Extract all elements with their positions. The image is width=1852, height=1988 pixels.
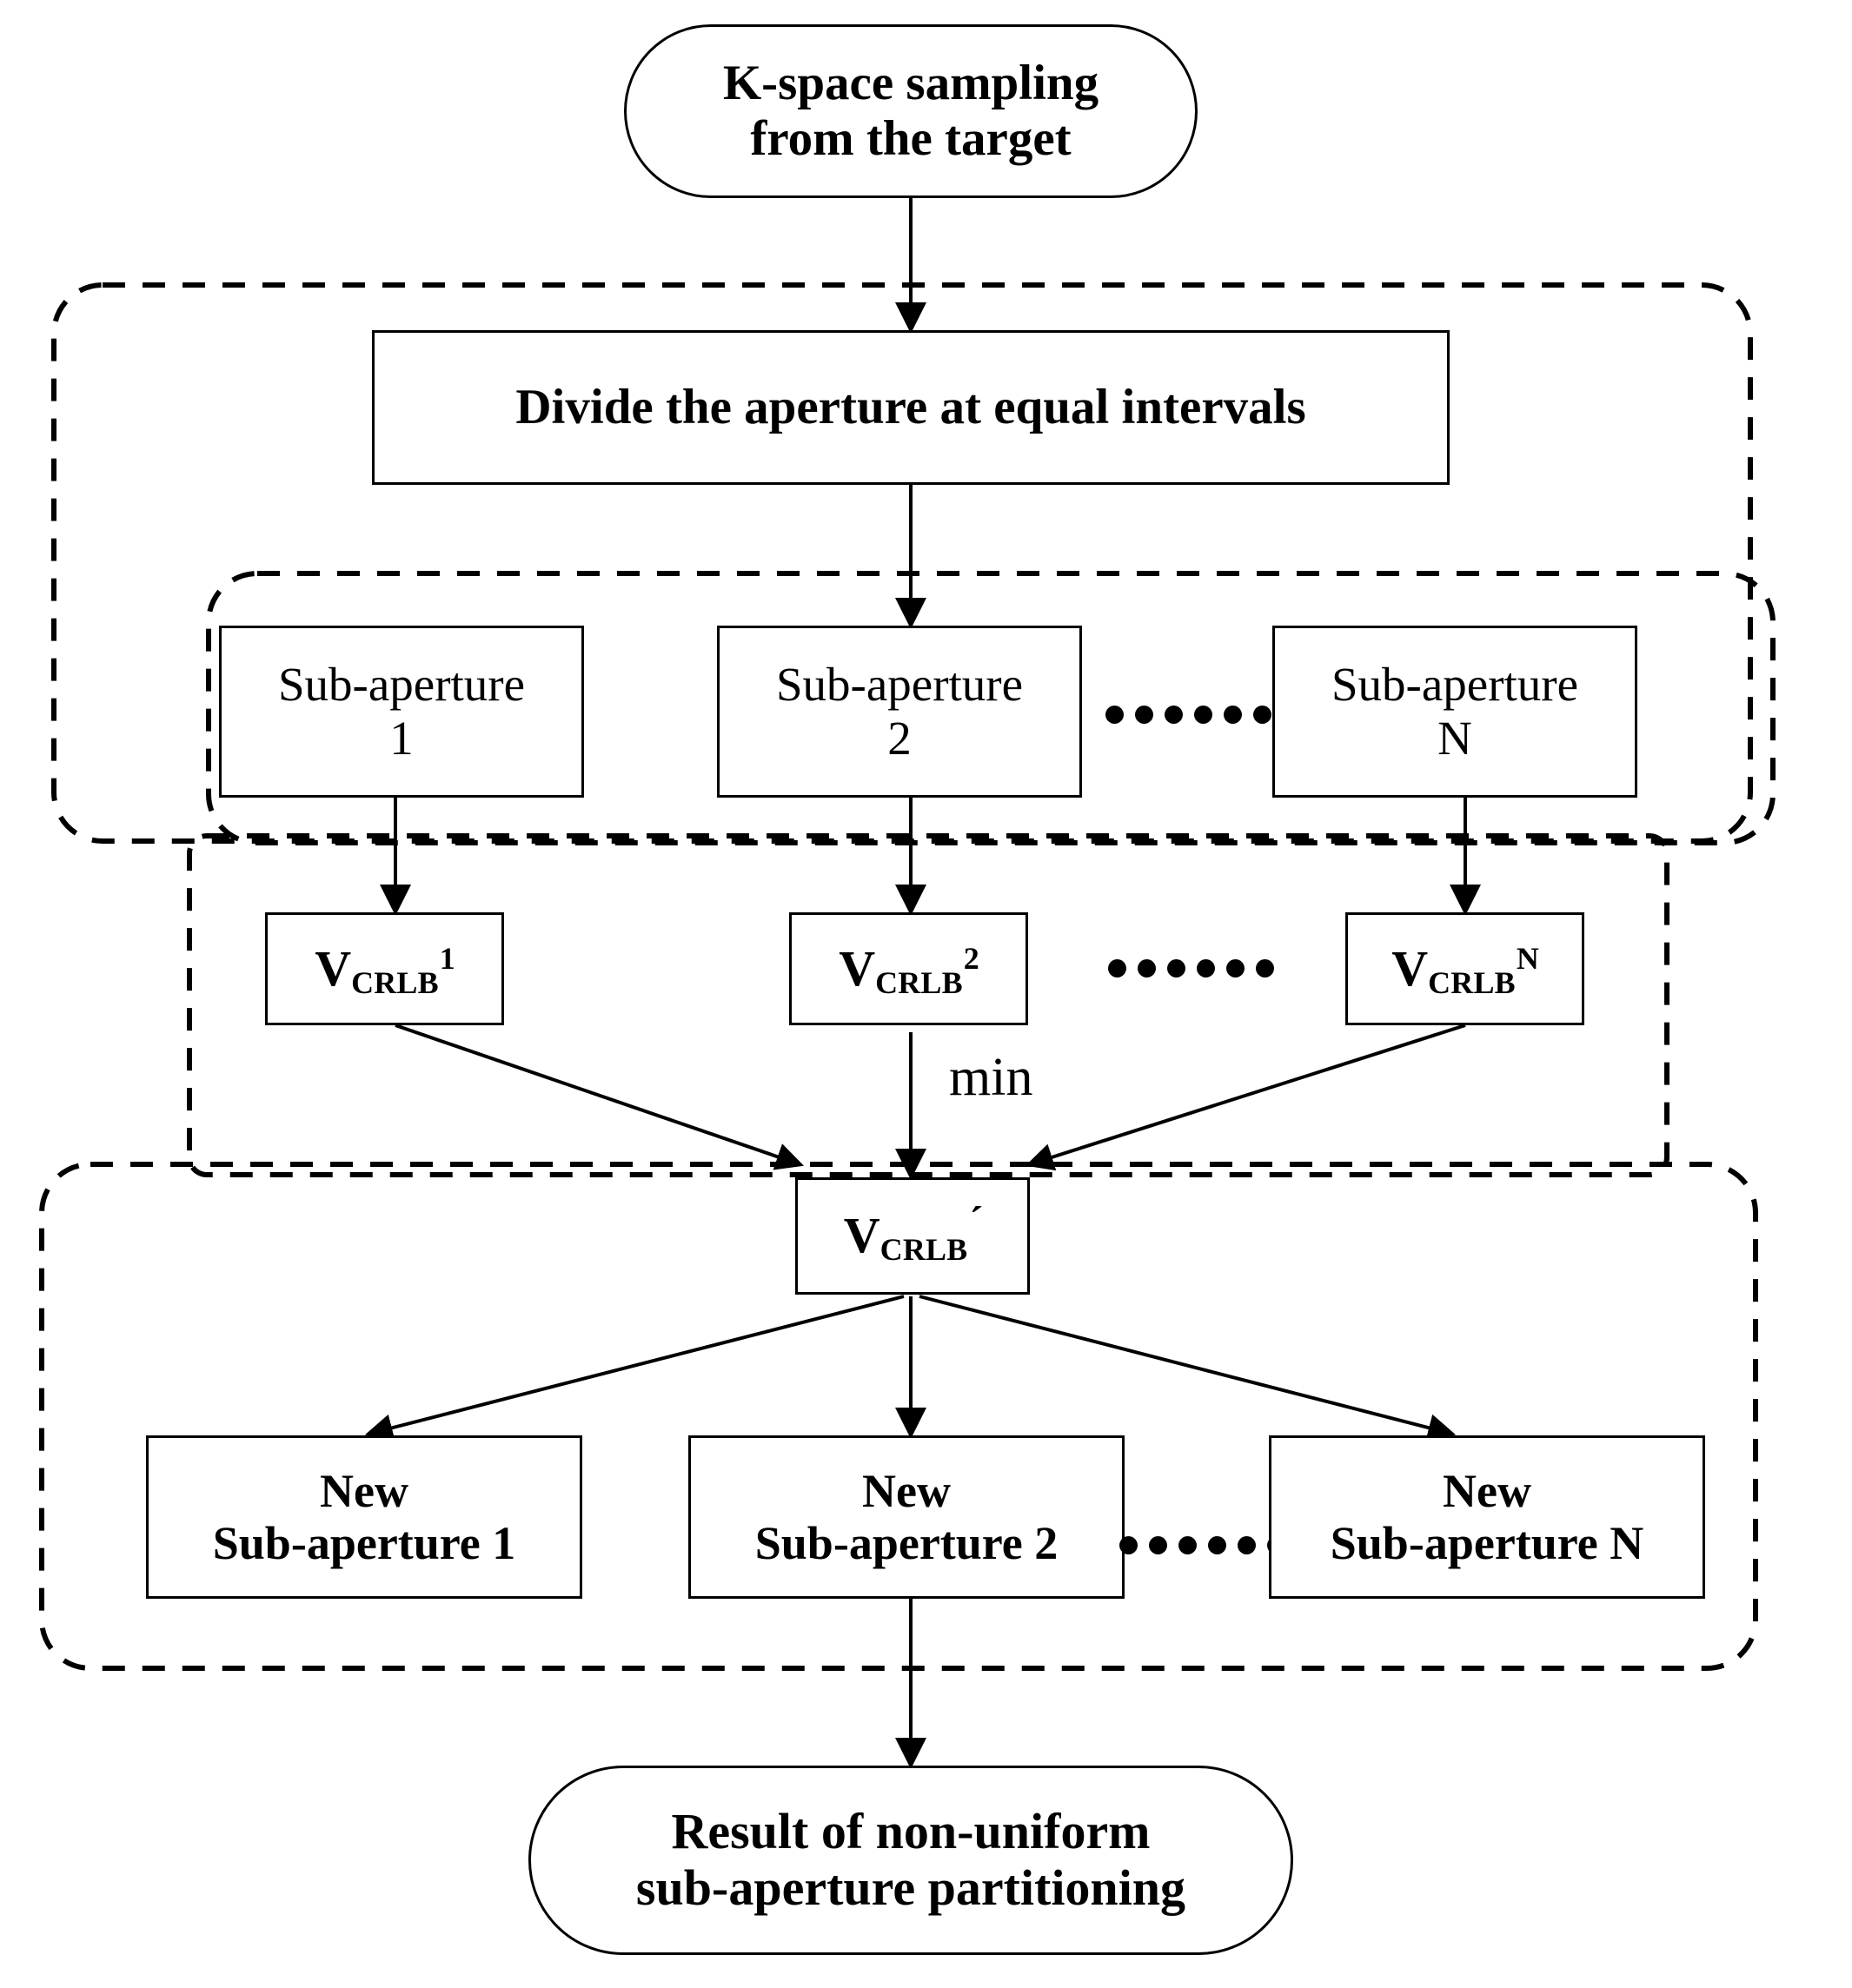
crlb-n-formula: VCRLBN	[1391, 939, 1539, 1000]
edge-crlbmin-to-newN	[919, 1295, 1457, 1441]
result-node[interactable]: Result of non-uniform sub-aperture parti…	[528, 1766, 1293, 1955]
edge-crlbN-to-crlbmin	[1025, 1024, 1466, 1171]
start-node[interactable]: K-space sampling from the target	[624, 24, 1198, 198]
new-sub-aperture-1-node[interactable]: New Sub-aperture 1	[146, 1435, 582, 1599]
sub-aperture-2-node[interactable]: Sub-aperture 2	[717, 626, 1082, 798]
crlb-1-node[interactable]: VCRLB1	[265, 912, 504, 1025]
crlb-ellipsis	[1108, 959, 1274, 977]
crlb-2-formula: VCRLB2	[839, 939, 979, 1000]
crlb-1-formula: VCRLB1	[315, 939, 455, 1000]
sub-aperture-ellipsis	[1105, 706, 1271, 724]
crlb-n-node[interactable]: VCRLBN	[1345, 912, 1584, 1025]
new-sub-aperture-2-node[interactable]: New Sub-aperture 2	[688, 1435, 1125, 1599]
new-sub-aperture-ellipsis	[1119, 1536, 1285, 1554]
edge-crlb1-to-crlbmin	[395, 1024, 805, 1170]
crlb-min-node[interactable]: VCRLB´	[795, 1177, 1030, 1295]
divide-aperture-node[interactable]: Divide the aperture at equal intervals	[372, 330, 1450, 485]
sub-aperture-1-node[interactable]: Sub-aperture 1	[219, 626, 584, 798]
min-edge-label: min	[949, 1048, 1033, 1107]
edge-crlbmin-to-new1	[364, 1295, 905, 1441]
crlb-min-formula: VCRLB´	[843, 1199, 984, 1268]
new-sub-aperture-n-node[interactable]: New Sub-aperture N	[1269, 1435, 1705, 1599]
sub-aperture-n-node[interactable]: Sub-aperture N	[1272, 626, 1637, 798]
crlb-2-node[interactable]: VCRLB2	[789, 912, 1028, 1025]
